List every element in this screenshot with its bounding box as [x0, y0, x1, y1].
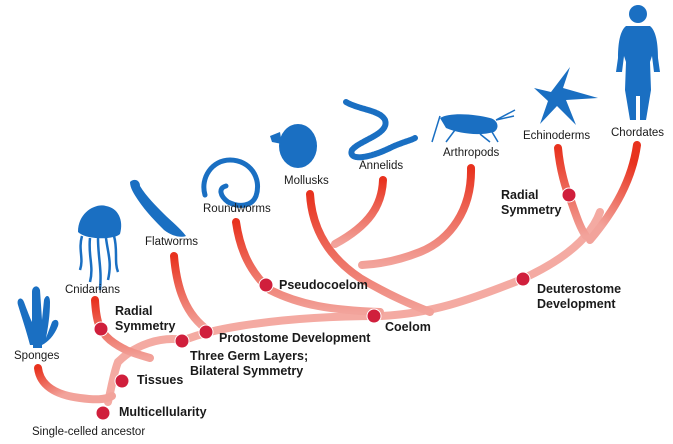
- trait-label-tissues: Tissues: [137, 373, 184, 387]
- taxon-label-chordates: Chordates: [611, 127, 665, 139]
- branch-flatworms: [170, 252, 209, 332]
- roundworm-icon: [201, 157, 260, 208]
- trait-label-radial-symmetry-echinoderms: Radial Symmetry: [501, 188, 562, 217]
- trait-nodes: [93, 187, 577, 421]
- taxon-label-flatworms: Flatworms: [145, 236, 199, 248]
- branch-chordates: [586, 141, 641, 244]
- branch-arthropods: [358, 164, 476, 269]
- taxon-label-roundworms: Roundworms: [203, 203, 271, 215]
- jellyfish-icon: [78, 205, 122, 291]
- node-coelom: [366, 308, 382, 324]
- node-deuterostome-development: [515, 271, 531, 287]
- sponge-icon: [17, 286, 59, 348]
- human-icon: [616, 5, 660, 120]
- node-protostome-development: [198, 324, 214, 340]
- taxon-label-mollusks: Mollusks: [284, 175, 329, 187]
- node-pseudocoelom: [258, 277, 274, 293]
- trait-label-deuterostome-development: Deuterostome Development: [537, 282, 622, 311]
- node-radial-symmetry-echinoderms: [561, 187, 577, 203]
- trait-label-protostome-development: Protostome Development: [219, 331, 371, 345]
- taxon-label-annelids: Annelids: [359, 160, 404, 172]
- segmented-worm-icon: [343, 99, 418, 161]
- starfish-icon: [534, 67, 598, 125]
- branch-mollusks: [306, 190, 434, 316]
- taxon-label-echinoderms: Echinoderms: [523, 130, 591, 142]
- branch-roundworms: [232, 218, 384, 316]
- node-multicellularity: [95, 405, 111, 421]
- shell-icon: [270, 124, 317, 168]
- trait-label-multicellularity: Multicellularity: [119, 405, 207, 419]
- taxon-label-sponges: Sponges: [14, 350, 60, 362]
- taxon-label-arthropods: Arthropods: [443, 147, 500, 159]
- flatworm-icon: [130, 179, 186, 237]
- trait-label-pseudocoelom: Pseudocoelom: [279, 278, 368, 292]
- root-label: Single-celled ancestor: [32, 426, 146, 438]
- node-tissues: [114, 373, 130, 389]
- node-radial-symmetry-cnidarians: [93, 321, 109, 337]
- trait-label-radial-symmetry-cnidarians: Radial Symmetry: [115, 304, 176, 333]
- branch-sponges: [34, 364, 116, 404]
- trait-label-three-germ-layers: Three Germ Layers; Bilateral Symmetry: [190, 349, 309, 378]
- taxon-label-cnidarians: Cnidarians: [65, 284, 120, 296]
- grasshopper-icon: [431, 109, 516, 143]
- node-three-germ-layers: [174, 333, 190, 349]
- branch-annelids: [331, 176, 387, 248]
- trait-label-coelom: Coelom: [385, 320, 431, 334]
- branch-cnidarians: [91, 296, 154, 362]
